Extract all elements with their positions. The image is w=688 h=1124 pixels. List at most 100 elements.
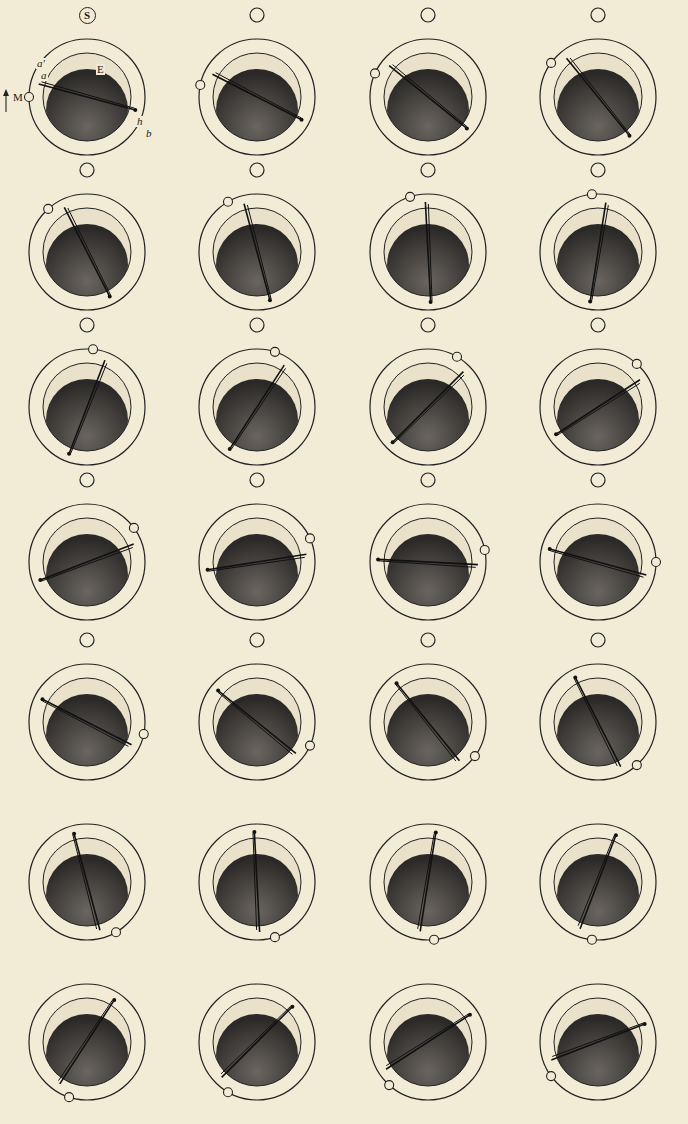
axis-end-dot [268,298,272,302]
earth-shadow [557,534,639,616]
moon-symbol [547,1072,556,1081]
moon-symbol [270,933,279,942]
moon-orbit [540,39,656,155]
tide-axis [208,554,307,570]
sun-symbol [421,318,435,332]
tide-figure [29,633,148,780]
moon-orbit [199,39,315,155]
tide-axis [393,65,467,127]
moon-orbit [540,194,656,310]
sun-symbol [250,8,264,22]
tide-axis [393,372,464,443]
tide-figure [199,633,315,780]
tide-axis [397,683,460,761]
sun-symbol [250,473,264,487]
earth-letter: E [96,64,105,75]
moon-orbit [199,349,315,465]
axis-end-dot [614,833,618,837]
axis-end-dot [40,697,44,701]
moon-symbol [129,523,138,532]
moon-orbit [29,504,145,620]
tide-figure [29,318,145,465]
tide-figure [540,824,656,944]
tide-axis [74,834,100,931]
tide-axis [550,549,647,575]
tide-axis [428,204,432,301]
sun-symbol [80,633,94,647]
tide-figure [540,8,656,155]
moon-symbol [652,558,661,567]
earth-shadow [387,379,469,461]
axis-end-dot [228,447,232,451]
sun-symbol [591,8,605,22]
axis-end-dot [112,998,116,1002]
tide-figure [199,824,315,942]
moon-symbol [196,80,205,89]
sun-symbol [421,8,435,22]
tide-figure [540,984,656,1100]
tide-axis [40,544,133,580]
moon-orbit [199,824,315,940]
moon-symbol [270,347,279,356]
tide-axis [221,1006,291,1074]
earth-shadow [216,379,298,461]
earth-outline [213,998,301,1086]
earth-outline [213,363,301,451]
axis-end-dot [290,1005,294,1009]
tide-figure [370,984,486,1100]
moon-orbit [29,349,145,465]
tide-figure [196,8,315,155]
earth-shadow [46,854,128,936]
moon-orbit [29,824,145,940]
moon-symbol [632,359,641,368]
tide-axis [389,66,467,129]
sun-symbol [250,633,264,647]
axis-end-dot [395,681,399,685]
axis-end-dot [38,578,42,582]
tide-axis [232,368,286,448]
moon-orbit [370,824,486,940]
axis-end-dot [573,675,577,679]
tide-axis [209,557,305,571]
tide-axis [552,1023,643,1056]
earth-outline [43,678,131,766]
earth-shadow [46,379,128,461]
sun-symbol [80,318,94,332]
tide-axis [69,360,105,453]
point-letter: a [40,70,48,81]
earth-shadow [387,534,469,616]
moon-orbit [540,504,656,620]
tide-figure [370,633,486,780]
point-letter: a' [36,58,46,69]
sun-circle: S [79,7,96,24]
moon-orbit [29,194,145,310]
tide-axis [43,701,129,746]
moon-symbol [587,935,596,944]
axis-end-dot [434,831,438,835]
sun-symbol [80,473,94,487]
axis-end-dot [465,126,469,130]
earth-shadow [46,224,128,306]
sun-symbol [421,163,435,177]
moon-symbol [44,204,53,213]
tide-axis [394,375,464,443]
tide-axis [247,205,271,299]
tide-axis [73,835,97,929]
earth-outline [554,53,642,141]
moon-orbit [540,824,656,940]
tide-figure [25,39,146,155]
axis-end-dot [643,1022,647,1026]
sun-symbol [80,163,94,177]
earth-outline [554,678,642,766]
moon-orbit [370,39,486,155]
moon-orbit [370,349,486,465]
tide-figure [540,633,656,780]
tide-figure [29,984,145,1102]
tide-figure [199,473,315,620]
tide-axis [42,548,133,581]
tide-figure [199,163,315,310]
tide-axis [558,383,640,435]
axis-end-dot [548,547,552,551]
axis-end-dot [376,557,380,561]
earth-shadow [387,1014,469,1096]
